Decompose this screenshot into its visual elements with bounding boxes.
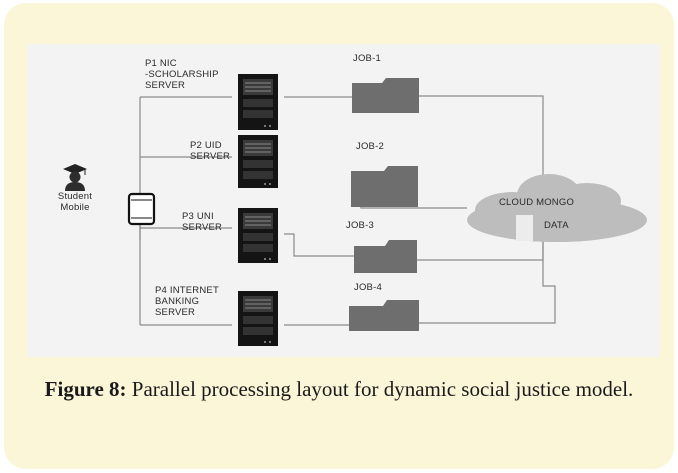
data-label: DATA xyxy=(544,220,569,231)
diagram-panel: Student Mobile xyxy=(27,44,659,357)
server-icon xyxy=(238,74,278,130)
server-3-label-line-2: SERVER xyxy=(182,222,222,233)
figure-caption-text: Parallel processing layout for dynamic s… xyxy=(126,377,634,401)
connection-lines xyxy=(139,95,556,326)
mobile-label: Mobile xyxy=(60,202,89,213)
server-1-label-line-3: SERVER xyxy=(145,80,185,91)
mobile-phone-icon xyxy=(127,192,156,226)
student-label: Student xyxy=(58,191,92,202)
server-icon xyxy=(238,135,278,188)
figure-label: Figure 8: xyxy=(44,377,127,401)
job-4-label: JOB-4 xyxy=(354,282,382,293)
folder-icon xyxy=(352,78,419,113)
cloud-label: CLOUD MONGO xyxy=(499,197,574,208)
server-4-label-line-1: P4 INTERNET xyxy=(155,285,219,296)
cloud-icon xyxy=(467,174,647,242)
server-2-label-line-2: SERVER xyxy=(190,151,230,162)
server-4-label-line-3: SERVER xyxy=(155,307,195,318)
student-icon xyxy=(63,164,87,191)
figure-caption: Figure 8: Parallel processing layout for… xyxy=(20,372,658,406)
folder-icon xyxy=(351,166,418,207)
server-1-label-line-2: -SCHOLARSHIP xyxy=(145,69,219,80)
server-2-label-line-1: P2 UID xyxy=(190,140,222,151)
data-document-icon xyxy=(516,215,533,241)
server-1-label-line-1: P1 NIC xyxy=(145,58,177,69)
job-3-label: JOB-3 xyxy=(346,220,374,231)
server-icon xyxy=(238,291,278,346)
server-4-label-line-2: BANKING xyxy=(155,296,199,307)
job-1-label: JOB-1 xyxy=(353,53,381,64)
parallel-processing-diagram: Student Mobile xyxy=(58,53,647,346)
folder-icon xyxy=(349,300,419,331)
folder-icon xyxy=(354,240,417,273)
server-icon xyxy=(238,208,278,263)
job-2-label: JOB-2 xyxy=(356,141,384,152)
server-3-label-line-1: P3 UNI xyxy=(182,211,214,222)
